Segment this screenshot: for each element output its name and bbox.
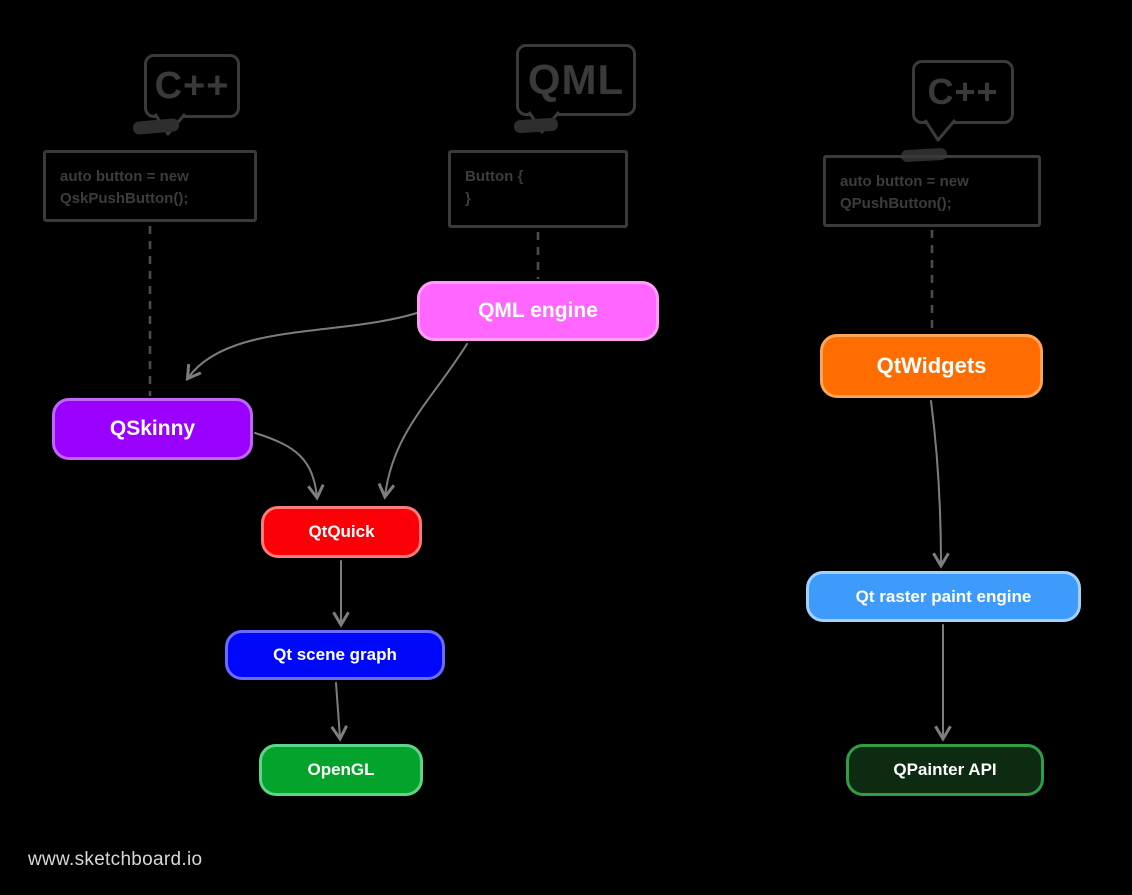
edge-qmlengine-to-qskinny <box>185 312 418 382</box>
edge-scenegraph-to-opengl <box>330 682 348 742</box>
node-opengl: OpenGL <box>259 744 423 796</box>
node-label: QtWidgets <box>876 353 987 378</box>
code-line: Button { <box>465 168 524 185</box>
watermark-sketchboard: www.sketchboard.io <box>28 849 203 870</box>
node-label: QPainter API <box>893 760 997 779</box>
node-qt-scene-graph: Qt scene graph <box>225 630 445 680</box>
node-qml-engine: QML engine <box>417 281 659 341</box>
code-box-qskpushbutton: auto button = new QskPushButton(); <box>43 150 257 222</box>
edge-qskinny-to-qtquick <box>254 432 325 501</box>
node-qpainter-api: QPainter API <box>846 744 1044 796</box>
code-line: QskPushButton(); <box>60 189 189 207</box>
code-box-qpushbutton: auto button = new QPushButton(); <box>823 155 1041 227</box>
node-label: OpenGL <box>307 760 375 779</box>
node-label: QSkinny <box>109 417 196 440</box>
bubble-label-qml: QML <box>527 56 625 103</box>
speech-bubble-qml: QML <box>516 44 636 134</box>
node-label: Qt raster paint engine <box>855 586 1032 606</box>
code-box-qml-button: Button { } <box>448 150 628 228</box>
speech-bubble-cpp-left: C++ <box>144 54 240 136</box>
code-line: auto button = new <box>60 168 189 185</box>
node-qtquick: QtQuick <box>261 506 422 558</box>
code-line: auto button = new <box>840 173 969 190</box>
node-qskinny: QSkinny <box>52 398 253 460</box>
node-label: QML engine <box>478 299 598 322</box>
speech-bubble-cpp-right: C++ <box>912 60 1014 142</box>
code-line: } <box>465 189 471 207</box>
bubble-tail <box>923 119 957 142</box>
node-qtwidgets: QtWidgets <box>820 334 1043 398</box>
code-line: QPushButton(); <box>840 194 952 212</box>
bubble-label-cpp-right: C++ <box>927 71 999 112</box>
bubble-label-cpp-left: C++ <box>154 64 230 107</box>
node-label: Qt scene graph <box>273 645 397 664</box>
node-label: QtQuick <box>308 522 375 541</box>
edge-qtwidgets-to-raster <box>930 400 950 569</box>
edge-qmlengine-to-qtquick <box>377 343 468 500</box>
node-qt-raster-paint-engine: Qt raster paint engine <box>806 571 1081 622</box>
